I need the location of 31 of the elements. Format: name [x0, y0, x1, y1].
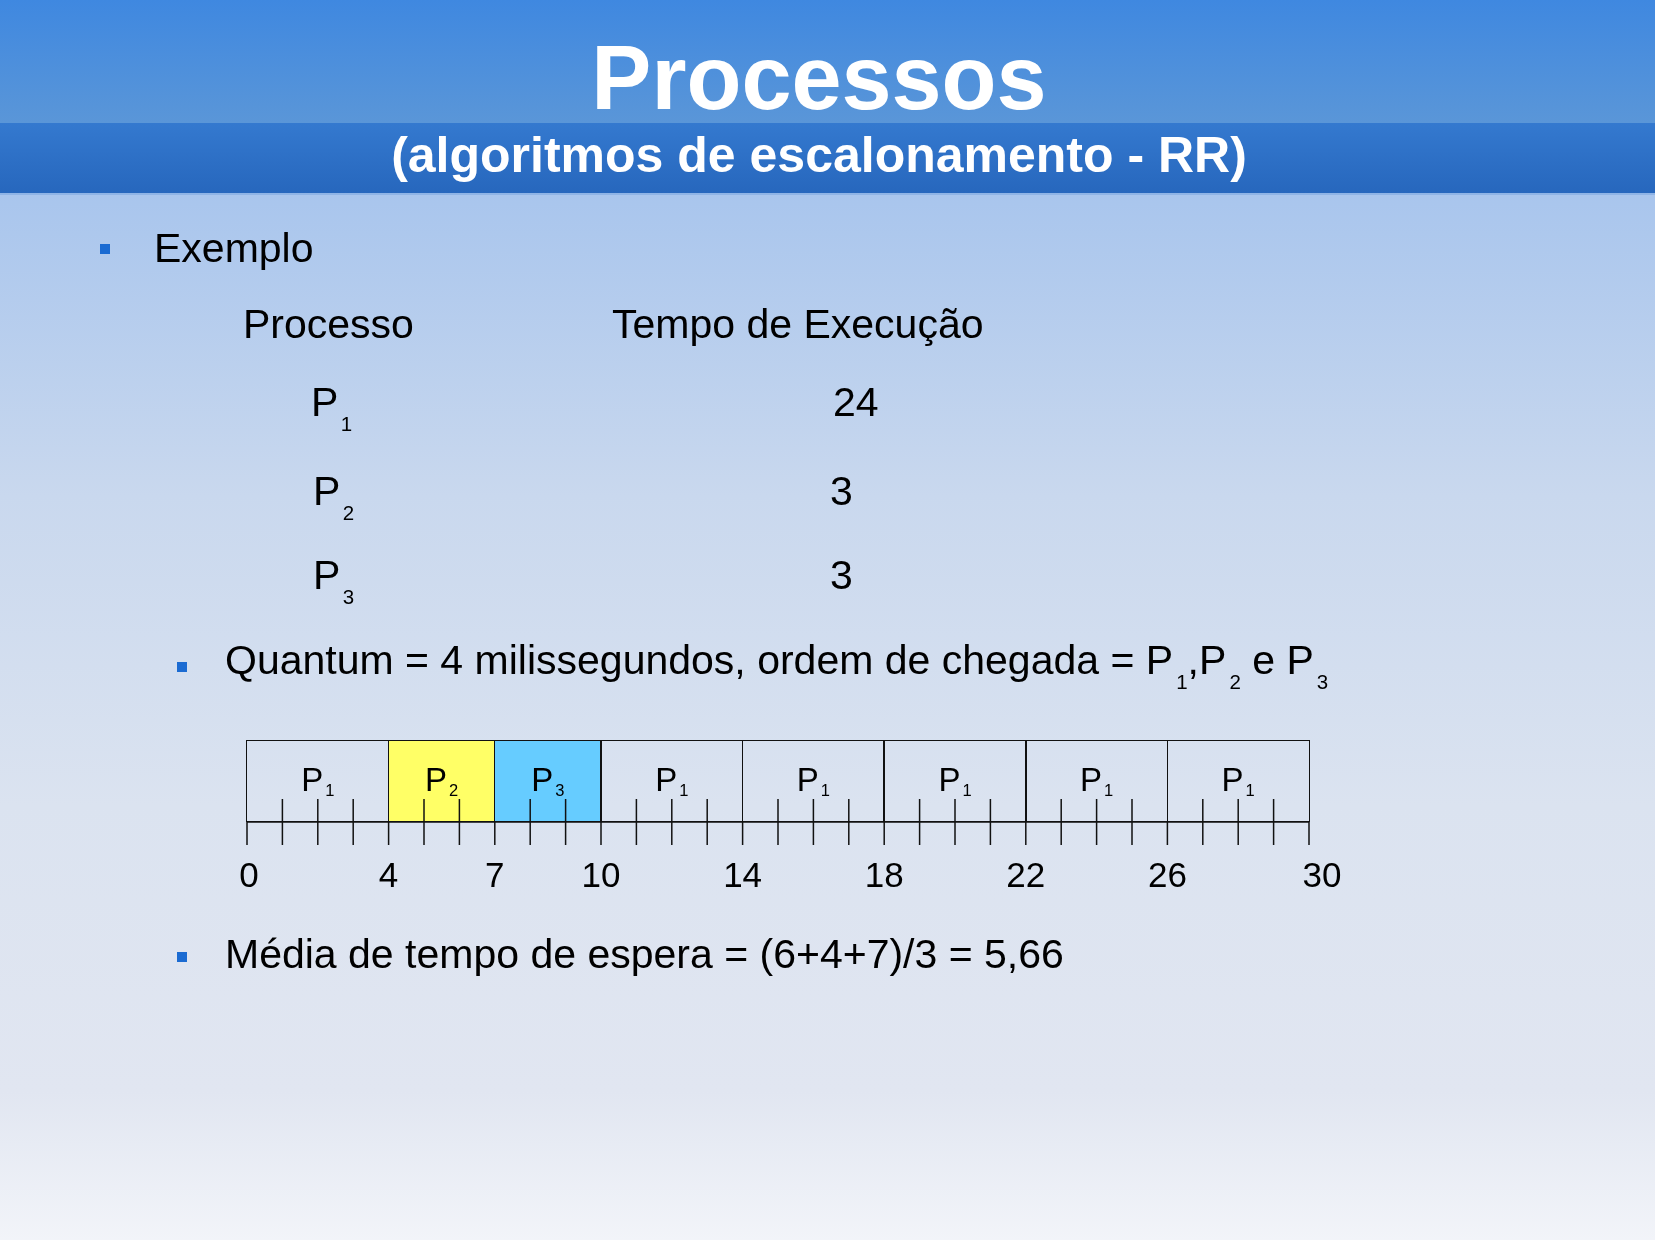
process-label: P$_{1}$ — [1080, 759, 1114, 800]
process-label: P$_{1}$ — [1221, 759, 1255, 800]
process-label: P$_{1}$ — [301, 759, 335, 800]
gantt-segment — [1025, 740, 1169, 822]
gantt-segment — [494, 740, 602, 822]
gantt-segment — [1166, 740, 1310, 822]
axis-tick-label: 22 — [1006, 854, 1046, 896]
axis-tick-label: 18 — [864, 854, 904, 896]
process-label: P$_{3}$ — [531, 759, 565, 800]
gantt-segment — [600, 740, 744, 822]
axis-tick-label: 7 — [485, 854, 505, 896]
gantt-segment — [387, 740, 496, 822]
axis-tick-label: 4 — [378, 854, 399, 896]
axis-tick-label: 26 — [1147, 854, 1187, 896]
table-header: Tempo de Execução — [612, 300, 984, 350]
process-label: P$_{1}$ — [796, 759, 830, 800]
process-label: P$_{1}$ — [938, 759, 972, 800]
table-header: Processo — [243, 300, 414, 350]
process-label: P$_{2}$ — [425, 759, 459, 800]
process-label: P$_{1}$ — [655, 759, 689, 800]
execution-time: 3 — [830, 467, 853, 517]
gantt-segment — [741, 740, 885, 822]
execution-time: 3 — [830, 551, 853, 601]
list-item-text: Exemplo — [154, 224, 314, 274]
axis-tick-label: 14 — [723, 854, 763, 896]
axis-tick-label: 30 — [1302, 854, 1342, 896]
axis-tick-label: 10 — [581, 854, 621, 896]
list-item-text: Média de tempo de espera = (6+4+7)/3 = 5,66 — [225, 930, 1064, 980]
axis-tick-label: 0 — [239, 854, 259, 896]
execution-time: 24 — [833, 378, 879, 428]
gantt-segment — [883, 740, 1027, 822]
